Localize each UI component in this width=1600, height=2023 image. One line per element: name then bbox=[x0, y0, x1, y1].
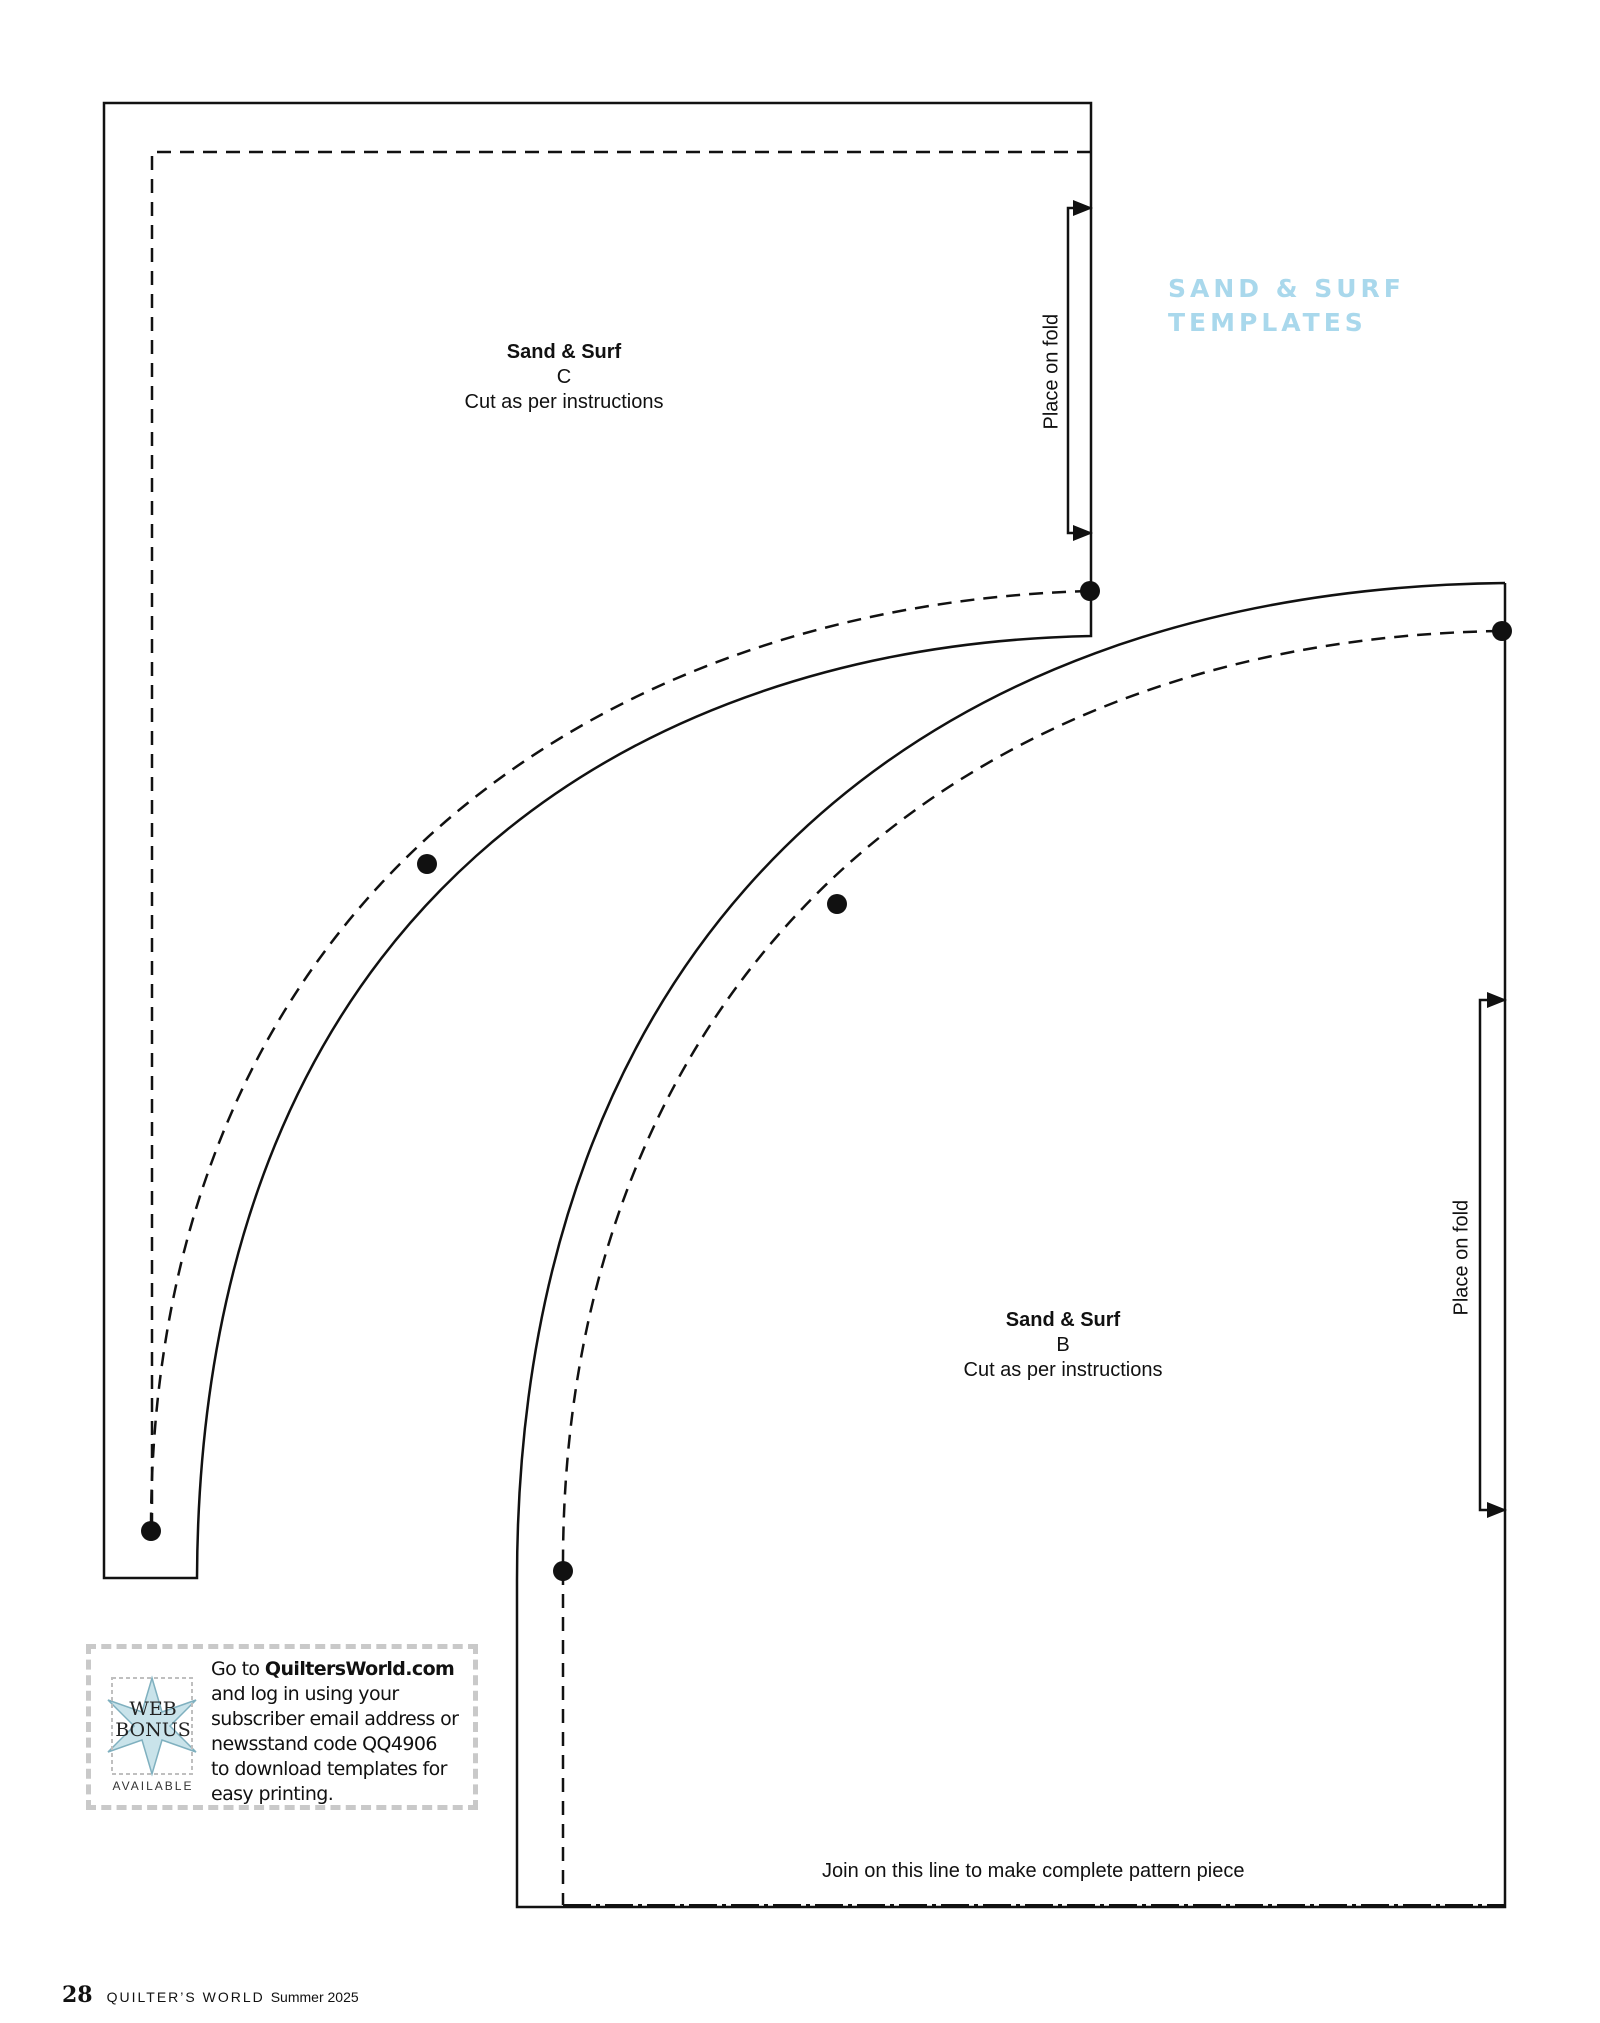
template-b bbox=[515, 581, 1507, 1909]
template-c-dot bbox=[141, 1521, 161, 1541]
web-bonus-box: WEB BONUS AVAILABLE Go to QuiltersWorld.… bbox=[86, 1644, 478, 1810]
template-c-cut-line bbox=[102, 101, 1093, 1580]
template-b-seam-curve bbox=[561, 629, 1501, 1572]
template-b-dot bbox=[827, 894, 847, 914]
web-bonus-line5: to download templates for bbox=[211, 1758, 447, 1780]
section-title-line1: SAND & SURF bbox=[1168, 274, 1405, 303]
template-c-dot bbox=[417, 854, 437, 874]
web-bonus-go-to: Go to bbox=[211, 1658, 260, 1680]
template-b-fold-label: Place on fold bbox=[1450, 1199, 1473, 1316]
web-bonus-badge-line3: AVAILABLE bbox=[112, 1779, 194, 1793]
web-bonus-text: Go to QuiltersWorld.com and log in using… bbox=[211, 1657, 481, 1807]
template-b-letter: B bbox=[1056, 1334, 1070, 1356]
template-b-name: Sand & Surf bbox=[1005, 1309, 1121, 1331]
template-c-fold-label: Place on fold bbox=[1040, 313, 1063, 430]
web-bonus-line2: and log in using your bbox=[211, 1683, 399, 1705]
template-b-registration-dots bbox=[553, 621, 1512, 1581]
template-c-label: Sand & Surf C Cut as per instructions bbox=[414, 340, 714, 415]
section-title: SAND & SURF TEMPLATES bbox=[1168, 272, 1405, 340]
template-c-fold-bracket bbox=[1066, 206, 1091, 535]
template-c-seam-curve bbox=[149, 589, 1090, 1532]
template-c-seam-line bbox=[150, 150, 1091, 1531]
template-b-fold-bracket bbox=[1478, 998, 1505, 1512]
section-title-line2: TEMPLATES bbox=[1168, 308, 1367, 337]
template-c-dot bbox=[1080, 581, 1100, 601]
magazine-name: QUILTER’S WORLD bbox=[106, 1989, 265, 2005]
template-b-dot bbox=[1492, 621, 1512, 641]
web-bonus-line6: easy printing. bbox=[211, 1783, 334, 1805]
template-c-registration-dots bbox=[141, 581, 1100, 1541]
web-bonus-badge: WEB BONUS AVAILABLE bbox=[109, 1671, 197, 1794]
template-b-dot bbox=[553, 1561, 573, 1581]
page-footer: 28 QUILTER’S WORLD Summer 2025 bbox=[62, 1982, 359, 2008]
template-b-label: Sand & Surf B Cut as per instructions bbox=[913, 1308, 1213, 1383]
web-bonus-line3: subscriber email address or bbox=[211, 1708, 459, 1730]
web-bonus-star-icon bbox=[107, 1675, 197, 1777]
template-c-name: Sand & Surf bbox=[506, 341, 622, 363]
web-bonus-line4: newsstand code QQ4906 bbox=[211, 1733, 437, 1755]
web-bonus-badge-line1: WEB bbox=[129, 1698, 177, 1720]
template-c-letter: C bbox=[556, 366, 572, 388]
template-c bbox=[102, 101, 1093, 1580]
web-bonus-site-link[interactable]: QuiltersWorld.com bbox=[264, 1658, 455, 1680]
template-b-join-label: Join on this line to make complete patte… bbox=[822, 1860, 1245, 1882]
template-b-cut-line bbox=[515, 581, 1507, 1909]
page-number: 28 bbox=[62, 1982, 93, 2008]
web-bonus-badge-line2: BONUS bbox=[115, 1719, 191, 1741]
template-b-instructions: Cut as per instructions bbox=[963, 1359, 1163, 1381]
issue-date: Summer 2025 bbox=[270, 1989, 359, 2005]
template-c-instructions: Cut as per instructions bbox=[464, 391, 664, 413]
